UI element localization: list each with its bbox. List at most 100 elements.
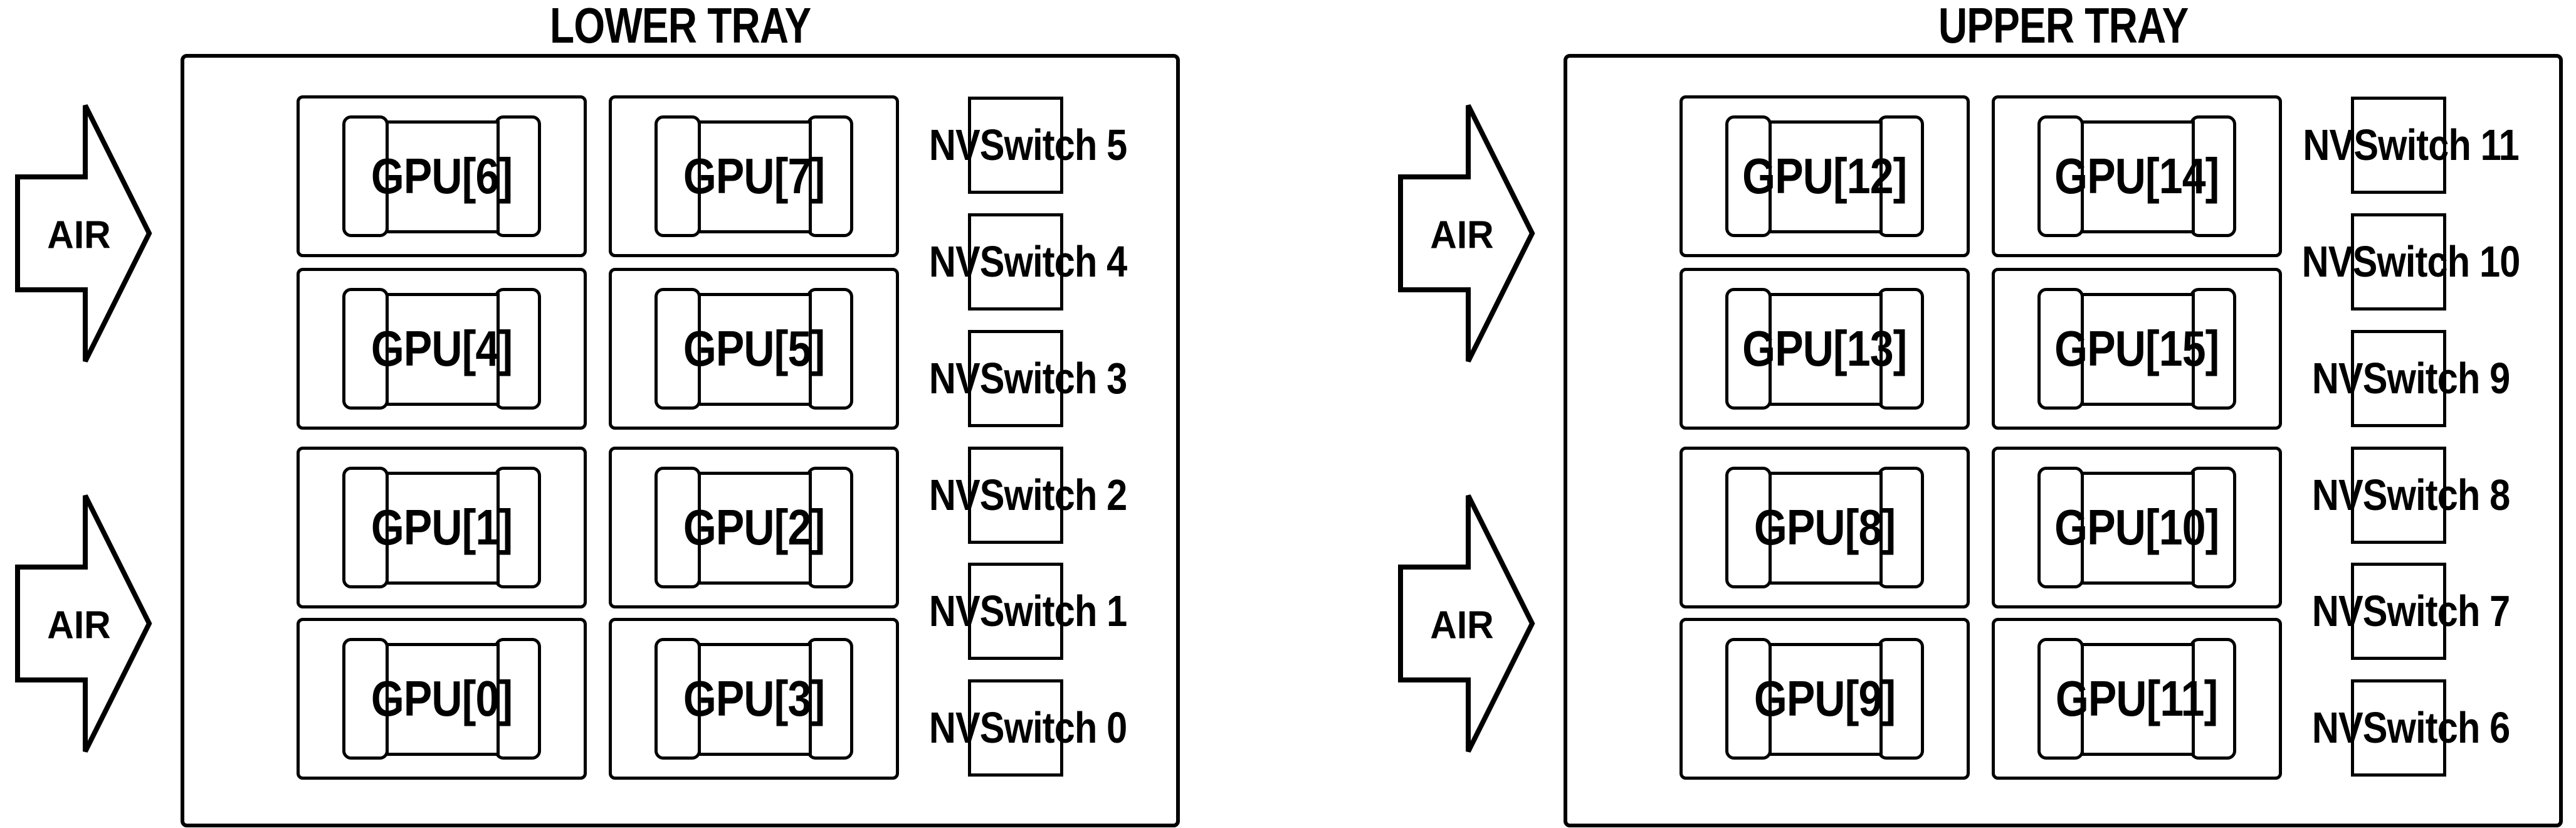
nvswitch-label: NVSwitch 7 bbox=[2312, 586, 2510, 635]
gpu-cell: GPU[13] bbox=[1680, 268, 1970, 430]
gpu-cell: GPU[11] bbox=[1992, 618, 2282, 780]
gpu-label: GPU[10] bbox=[2054, 499, 2219, 555]
gpu-die bbox=[1769, 120, 1883, 233]
gpu-label: GPU[3] bbox=[683, 671, 825, 726]
gpu-cell: GPU[2] bbox=[609, 447, 899, 608]
gpu-label: GPU[14] bbox=[2054, 148, 2219, 204]
nvswitch-box bbox=[968, 679, 1063, 777]
air-label: AIR bbox=[1430, 603, 1493, 647]
arrow-outline bbox=[1398, 104, 1535, 363]
gpu-cell: GPU[7] bbox=[609, 95, 899, 257]
gpu-rail-right bbox=[495, 115, 541, 237]
gpu-die bbox=[2081, 120, 2195, 233]
nvswitch-box bbox=[968, 447, 1063, 544]
gpu-label: GPU[0] bbox=[371, 671, 513, 726]
gpu-die bbox=[698, 643, 812, 756]
nvswitch-label: NVSwitch 1 bbox=[929, 586, 1127, 635]
gpu-cell: GPU[15] bbox=[1992, 268, 2282, 430]
gpu-cell: GPU[1] bbox=[297, 447, 587, 608]
nvswitch-box bbox=[2351, 97, 2446, 194]
air-label: AIR bbox=[47, 213, 110, 257]
nvswitch-label: NVSwitch 5 bbox=[929, 120, 1127, 169]
gpu-label: GPU[11] bbox=[2056, 671, 2218, 726]
gpu-label: GPU[6] bbox=[371, 148, 513, 204]
gpu-die bbox=[386, 472, 500, 585]
nvswitch-box bbox=[2351, 563, 2446, 660]
gpu-cell: GPU[3] bbox=[609, 618, 899, 780]
gpu-label: GPU[15] bbox=[2054, 321, 2219, 376]
nvswitch-label: NVSwitch 0 bbox=[929, 703, 1127, 752]
air-label: AIR bbox=[47, 603, 110, 647]
tray-title: UPPER TRAY bbox=[1564, 0, 2563, 53]
gpu-cell: GPU[12] bbox=[1680, 95, 1970, 257]
gpu-rail-right bbox=[807, 638, 853, 760]
nvswitch-label: NVSwitch 4 bbox=[929, 237, 1127, 286]
air-label: AIR bbox=[1430, 213, 1493, 257]
gpu-cell: GPU[0] bbox=[297, 618, 587, 780]
gpu-label: GPU[12] bbox=[1742, 148, 1907, 204]
gpu-cell: GPU[9] bbox=[1680, 618, 1970, 780]
nvswitch-box bbox=[2351, 679, 2446, 777]
gpu-die bbox=[2081, 472, 2195, 585]
gpu-die bbox=[386, 293, 500, 406]
gpu-label: GPU[5] bbox=[683, 321, 825, 376]
gpu-rail-right bbox=[495, 288, 541, 410]
nvswitch-label: NVSwitch 9 bbox=[2312, 354, 2510, 403]
gpu-die bbox=[386, 643, 500, 756]
gpu-die bbox=[1769, 643, 1883, 756]
tray-title-text: UPPER TRAY bbox=[1938, 0, 2189, 53]
tray-title: LOWER TRAY bbox=[181, 0, 1180, 53]
lower-tray-section: LOWER TRAY AIR AIR GPU[6] GPU[7] GPU bbox=[15, 0, 1180, 827]
nvswitch-box bbox=[2351, 447, 2446, 544]
gpu-rail-left bbox=[1725, 638, 1772, 760]
gpu-die bbox=[1769, 472, 1883, 585]
gpu-label: GPU[13] bbox=[1742, 321, 1907, 376]
nvswitch-box bbox=[968, 97, 1063, 194]
gpu-die bbox=[698, 120, 812, 233]
nvswitch-box bbox=[2351, 213, 2446, 310]
gpu-rail-right bbox=[807, 467, 853, 588]
tray-title-text: LOWER TRAY bbox=[549, 0, 811, 53]
gpu-label: GPU[9] bbox=[1753, 671, 1896, 726]
gpu-rail-right bbox=[807, 115, 853, 237]
gpu-label: GPU[1] bbox=[371, 499, 513, 555]
nvswitch-label: NVSwitch 3 bbox=[929, 354, 1127, 403]
gpu-label: GPU[7] bbox=[683, 148, 825, 204]
gpu-label: GPU[2] bbox=[683, 499, 825, 555]
gpu-die bbox=[2081, 643, 2195, 756]
gpu-cell: GPU[5] bbox=[609, 268, 899, 430]
air-flow-arrow-icon: AIR bbox=[15, 104, 152, 363]
gpu-cell: GPU[8] bbox=[1680, 447, 1970, 608]
nvswitch-box bbox=[968, 330, 1063, 427]
gpu-die bbox=[698, 472, 812, 585]
gpu-cell: GPU[4] bbox=[297, 268, 587, 430]
gpu-label: GPU[4] bbox=[371, 321, 513, 376]
air-flow-arrow-icon: AIR bbox=[15, 494, 152, 753]
nvswitch-label: NVSwitch 10 bbox=[2302, 237, 2521, 286]
gpu-label: GPU[8] bbox=[1753, 499, 1896, 555]
air-flow-arrow-icon: AIR bbox=[1398, 104, 1535, 363]
gpu-rail-left bbox=[2037, 467, 2084, 588]
nvswitch-box bbox=[968, 563, 1063, 660]
gpu-rail-right bbox=[807, 288, 853, 410]
upper-tray-section: UPPER TRAY AIR AIR GPU[12] GPU[14] G bbox=[1383, 0, 2576, 828]
gpu-die bbox=[386, 120, 500, 233]
air-flow-arrow-icon: AIR bbox=[1398, 494, 1535, 753]
arrow-outline bbox=[15, 494, 152, 753]
nvswitch-label: NVSwitch 8 bbox=[2312, 470, 2510, 519]
gpu-cell: GPU[6] bbox=[297, 95, 587, 257]
arrow-outline bbox=[15, 104, 152, 363]
nvswitch-box bbox=[968, 213, 1063, 310]
gpu-cell: GPU[10] bbox=[1992, 447, 2282, 608]
gpu-die bbox=[1769, 293, 1883, 406]
nvswitch-box bbox=[2351, 330, 2446, 427]
nvswitch-label: NVSwitch 11 bbox=[2303, 120, 2520, 169]
nvswitch-label: NVSwitch 6 bbox=[2312, 703, 2510, 752]
gpu-die bbox=[698, 293, 812, 406]
gpu-rail-left bbox=[1725, 115, 1772, 237]
gpu-rail-left bbox=[655, 288, 701, 410]
gpu-rail-left bbox=[655, 115, 701, 237]
gpu-rail-right bbox=[495, 638, 541, 760]
gpu-cell: GPU[14] bbox=[1992, 95, 2282, 257]
